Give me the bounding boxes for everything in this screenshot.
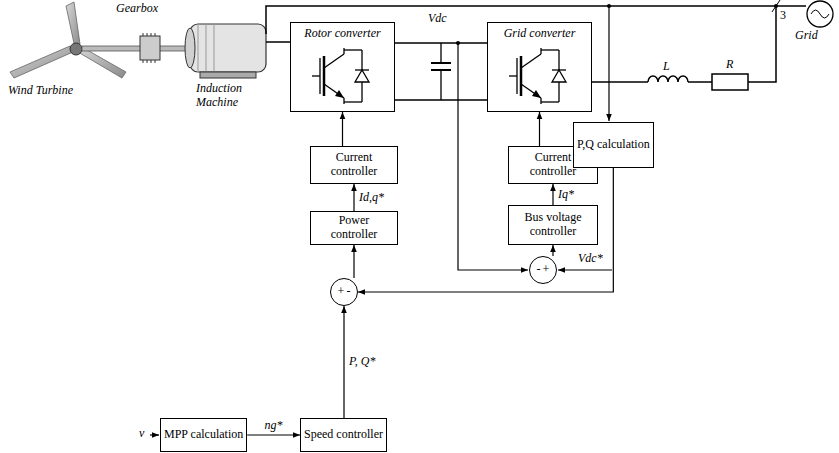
part-label: Vdc xyxy=(428,12,447,26)
converter-box: Rotor converter xyxy=(290,22,395,112)
rotor-wire xyxy=(266,41,290,43)
part-label: 3 xyxy=(780,9,786,23)
signal-arrow xyxy=(552,245,553,256)
measurement-wire xyxy=(608,6,609,121)
signal-label: Iq* xyxy=(557,188,575,202)
igbt-symbol xyxy=(312,48,369,104)
signal-label: ng* xyxy=(264,419,284,433)
box-text: Bus voltage controller xyxy=(512,211,594,239)
box-text: Grid converter xyxy=(504,27,576,41)
signal-arrow xyxy=(353,184,354,211)
sign-text: - xyxy=(346,285,350,299)
signal-label: Id,q* xyxy=(358,191,385,205)
part-label: R xyxy=(726,58,733,72)
part-label: v xyxy=(139,427,144,441)
converter-box: Grid converter xyxy=(487,22,592,112)
sign-text: + xyxy=(338,285,345,299)
wind-input-arrow xyxy=(150,434,159,435)
summing-junction: -+ xyxy=(529,256,557,284)
shaft xyxy=(82,46,192,51)
signal-arrow xyxy=(395,42,487,44)
signal-arrow xyxy=(247,434,300,435)
vdc-ref-arrow xyxy=(558,269,612,270)
gearbox xyxy=(140,33,160,63)
sign-text: - xyxy=(537,263,541,277)
part-label: Induction Machine xyxy=(196,82,276,110)
signal-arrow xyxy=(343,306,344,418)
signal-label: P, Q* xyxy=(348,355,376,369)
resistor-symbol xyxy=(712,74,748,90)
signal-arrow xyxy=(342,112,343,146)
igbt-symbol xyxy=(509,48,566,104)
part-label: Vdc* xyxy=(578,252,603,266)
grid-wire xyxy=(748,6,776,82)
summing-junction: +- xyxy=(330,278,358,306)
grid-wire xyxy=(592,81,648,83)
box-text: Power controller xyxy=(314,214,394,242)
inductor-symbol xyxy=(648,76,688,82)
junction-dot xyxy=(774,4,778,8)
controller-box: Power controller xyxy=(310,211,398,245)
induction-machine xyxy=(185,24,266,78)
controller-box: Current controller xyxy=(310,146,398,184)
capacitor-symbol xyxy=(431,43,451,100)
signal-arrow xyxy=(552,184,553,205)
part-label: L xyxy=(663,60,670,74)
grid-wire xyxy=(688,81,712,83)
signal-arrow xyxy=(353,245,354,278)
controller-box: Bus voltage controller xyxy=(508,205,598,245)
box-text: MPP calculation xyxy=(164,428,243,442)
box-text: Rotor converter xyxy=(304,27,380,41)
box-text: Current controller xyxy=(314,151,394,179)
grid-source xyxy=(807,1,833,27)
calculation-box: MPP calculation xyxy=(160,418,247,452)
sign-text: + xyxy=(543,263,550,277)
box-text: Speed controller xyxy=(304,428,383,442)
wind-turbine xyxy=(10,2,126,78)
signal-arrow xyxy=(539,112,540,146)
part-label: Wind Turbine xyxy=(8,84,78,98)
box-text: P,Q calculation xyxy=(577,138,650,152)
part-label: Gearbox xyxy=(116,2,158,16)
part-label: Grid xyxy=(795,29,818,43)
calculation-box: P,Q calculation xyxy=(573,122,654,168)
controller-box: Speed controller xyxy=(300,418,387,452)
